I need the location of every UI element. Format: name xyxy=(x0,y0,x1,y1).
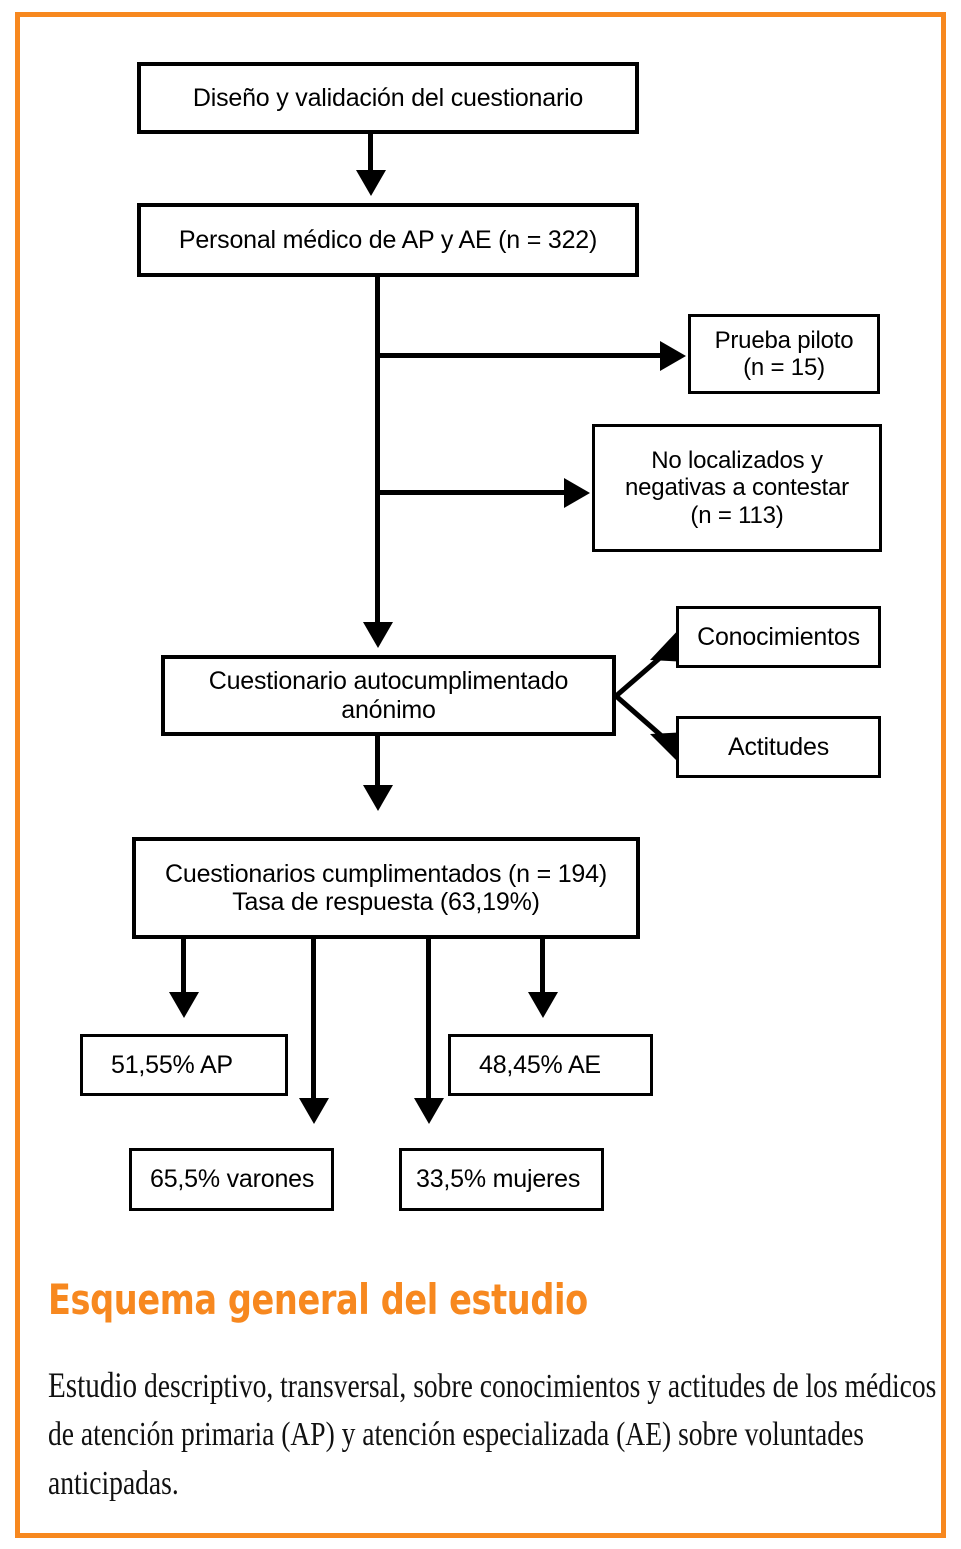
edge-staff-to-pilot-arrowhead xyxy=(660,341,686,371)
edge-staff-to-questionnaire-arrowhead xyxy=(363,622,393,648)
edge-completed-to-men-arrowhead xyxy=(299,1098,329,1124)
node-ap: 51,55% AP xyxy=(80,1034,288,1096)
edge-completed-to-ae-arrowhead xyxy=(528,992,558,1018)
node-women: 33,5% mujeres xyxy=(399,1148,604,1211)
edge-questionnaire-to-completed-arrowhead xyxy=(363,785,393,811)
caption-body: Estudio descriptivo, transversal, sobre … xyxy=(48,1360,939,1508)
edge-staff-to-nonresponse-line xyxy=(375,490,567,495)
edge-completed-to-women-arrowhead xyxy=(414,1098,444,1124)
caption-title: Esquema general del estudio xyxy=(48,1275,588,1324)
node-attitudes: Actitudes xyxy=(676,716,881,778)
node-nonresponse: No localizados y negativas a contestar (… xyxy=(592,424,882,552)
caption-body-lead: Estudio xyxy=(48,1365,138,1405)
node-men: 65,5% varones xyxy=(129,1148,334,1211)
edge-completed-to-women-line xyxy=(426,939,431,1103)
edge-questionnaire-to-completed-line xyxy=(375,736,380,788)
edge-design-to-staff-line xyxy=(368,134,373,174)
node-completed: Cuestionarios cumplimentados (n = 194) T… xyxy=(132,837,640,939)
node-knowledge: Conocimientos xyxy=(676,606,881,668)
edge-completed-to-ap-arrowhead xyxy=(169,992,199,1018)
edge-completed-to-men-line xyxy=(311,939,316,1103)
edge-staff-to-nonresponse-arrowhead xyxy=(564,478,590,508)
node-staff: Personal médico de AP y AE (n = 322) xyxy=(137,203,639,277)
node-pilot: Prueba piloto (n = 15) xyxy=(688,314,880,394)
node-questionnaire: Cuestionario autocumplimentado anónimo xyxy=(161,655,616,736)
node-ae: 48,45% AE xyxy=(448,1034,653,1096)
edge-staff-to-pilot-line xyxy=(375,353,663,358)
edge-staff-trunk-line xyxy=(375,277,380,625)
edge-completed-to-ap-line xyxy=(181,939,186,997)
edge-design-to-staff-arrowhead xyxy=(356,170,386,196)
node-design: Diseño y validación del cuestionario xyxy=(137,62,639,134)
caption-body-rest: descriptivo, transversal, sobre conocimi… xyxy=(48,1368,937,1502)
edge-completed-to-ae-line xyxy=(540,939,545,997)
